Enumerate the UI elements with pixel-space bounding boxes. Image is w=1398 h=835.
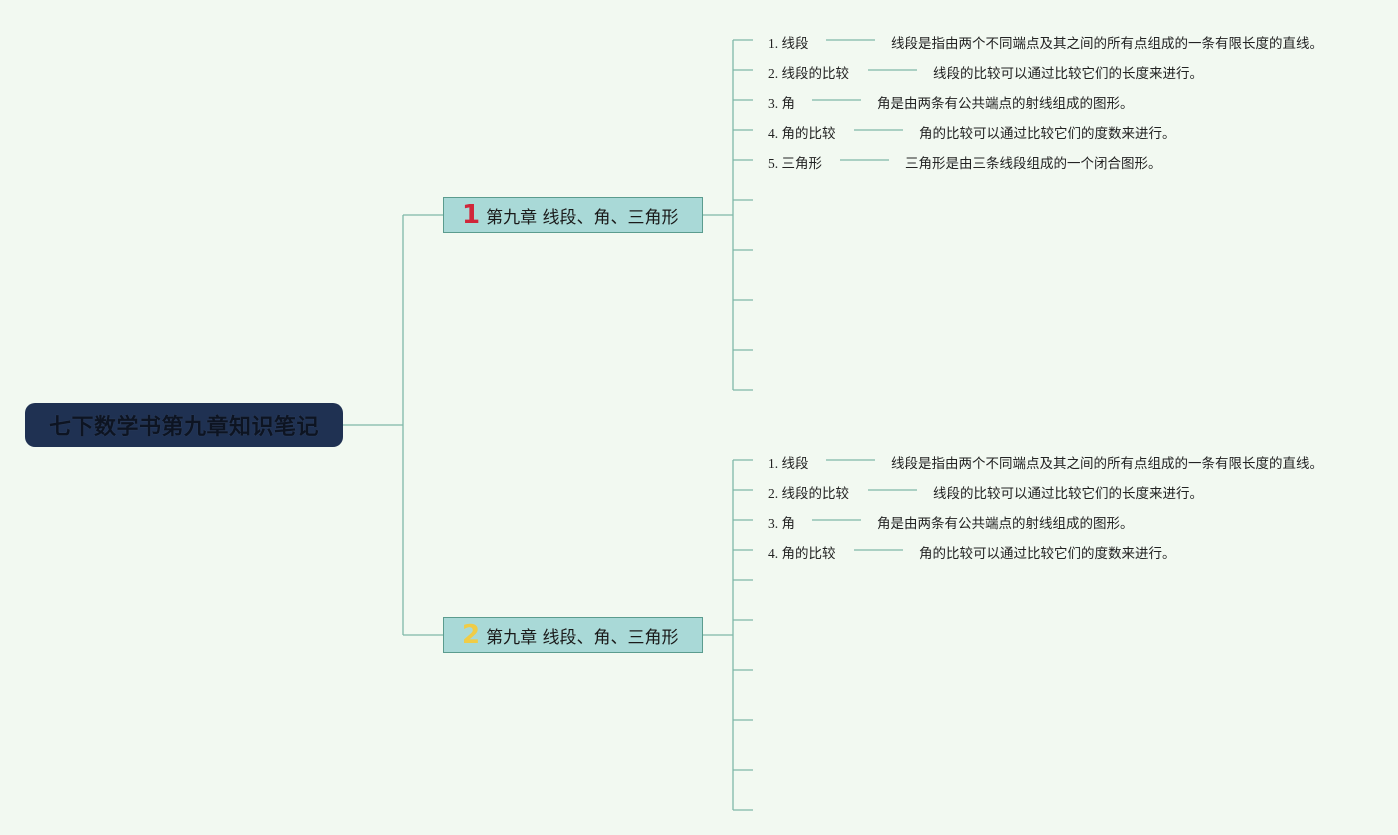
topic-description[interactable]: 线段的比较可以通过比较它们的长度来进行。	[933, 486, 1203, 502]
topic-description[interactable]: 线段是指由两个不同端点及其之间的所有点组成的一条有限长度的直线。	[891, 456, 1323, 472]
topic-item-triangle[interactable]: 5. 三角形	[768, 156, 822, 171]
topic-description[interactable]: 三角形是由三条线段组成的一个闭合图形。	[905, 156, 1162, 172]
branch-title: 第九章 线段、角、三角形	[486, 207, 679, 228]
branch-number-badge: 2	[462, 620, 481, 650]
topic-description[interactable]: 角的比较可以通过比较它们的度数来进行。	[919, 546, 1176, 562]
topic-description[interactable]: 角是由两条有公共端点的射线组成的图形。	[877, 96, 1134, 112]
topic-description[interactable]: 角是由两条有公共端点的射线组成的图形。	[877, 516, 1134, 532]
topic-description[interactable]: 线段的比较可以通过比较它们的长度来进行。	[933, 66, 1203, 82]
topic-item-segment-compare[interactable]: 2. 线段的比较	[768, 486, 849, 501]
branch-node-1[interactable]: 1 第九章 线段、角、三角形	[443, 197, 703, 233]
topic-item-segment-compare[interactable]: 2. 线段的比较	[768, 66, 849, 81]
topic-item-segment[interactable]: 1. 线段	[768, 456, 809, 471]
topic-description[interactable]: 线段是指由两个不同端点及其之间的所有点组成的一条有限长度的直线。	[891, 36, 1323, 52]
branch-title: 第九章 线段、角、三角形	[486, 627, 679, 648]
topic-item-angle[interactable]: 3. 角	[768, 96, 795, 111]
topic-description[interactable]: 角的比较可以通过比较它们的度数来进行。	[919, 126, 1176, 142]
branch-node-2[interactable]: 2 第九章 线段、角、三角形	[443, 617, 703, 653]
topic-item-angle-compare[interactable]: 4. 角的比较	[768, 126, 836, 141]
topic-item-angle[interactable]: 3. 角	[768, 516, 795, 531]
root-title: 七下数学书第九章知识笔记	[48, 415, 319, 440]
topic-item-angle-compare[interactable]: 4. 角的比较	[768, 546, 836, 561]
root-node[interactable]: 七下数学书第九章知识笔记	[25, 403, 343, 447]
topic-item-segment[interactable]: 1. 线段	[768, 36, 809, 51]
branch-number-badge: 1	[462, 200, 481, 230]
